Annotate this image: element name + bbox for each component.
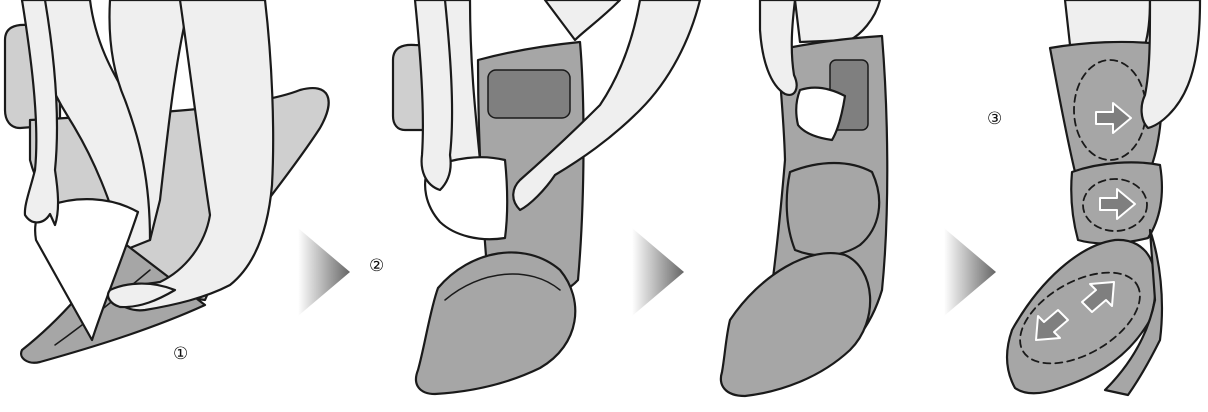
leg — [545, 0, 620, 40]
leg — [1065, 0, 1150, 45]
panel-2 — [393, 0, 700, 394]
arm — [760, 0, 797, 95]
step-arrow-icon — [298, 228, 350, 316]
panel-3 — [721, 0, 887, 396]
panel-4 — [1005, 0, 1200, 395]
step-number: ③ — [987, 109, 1002, 129]
leg — [795, 0, 880, 42]
step-number: ② — [369, 256, 384, 276]
step-number: ① — [173, 344, 188, 364]
sleeve-flap — [416, 252, 575, 394]
hand — [1142, 0, 1200, 128]
panel-1 — [5, 0, 329, 363]
step-arrow-icon — [944, 228, 996, 316]
step-arrow-icon — [632, 228, 684, 316]
sleeve-pad — [488, 70, 570, 118]
sleeve-flap — [721, 253, 870, 396]
